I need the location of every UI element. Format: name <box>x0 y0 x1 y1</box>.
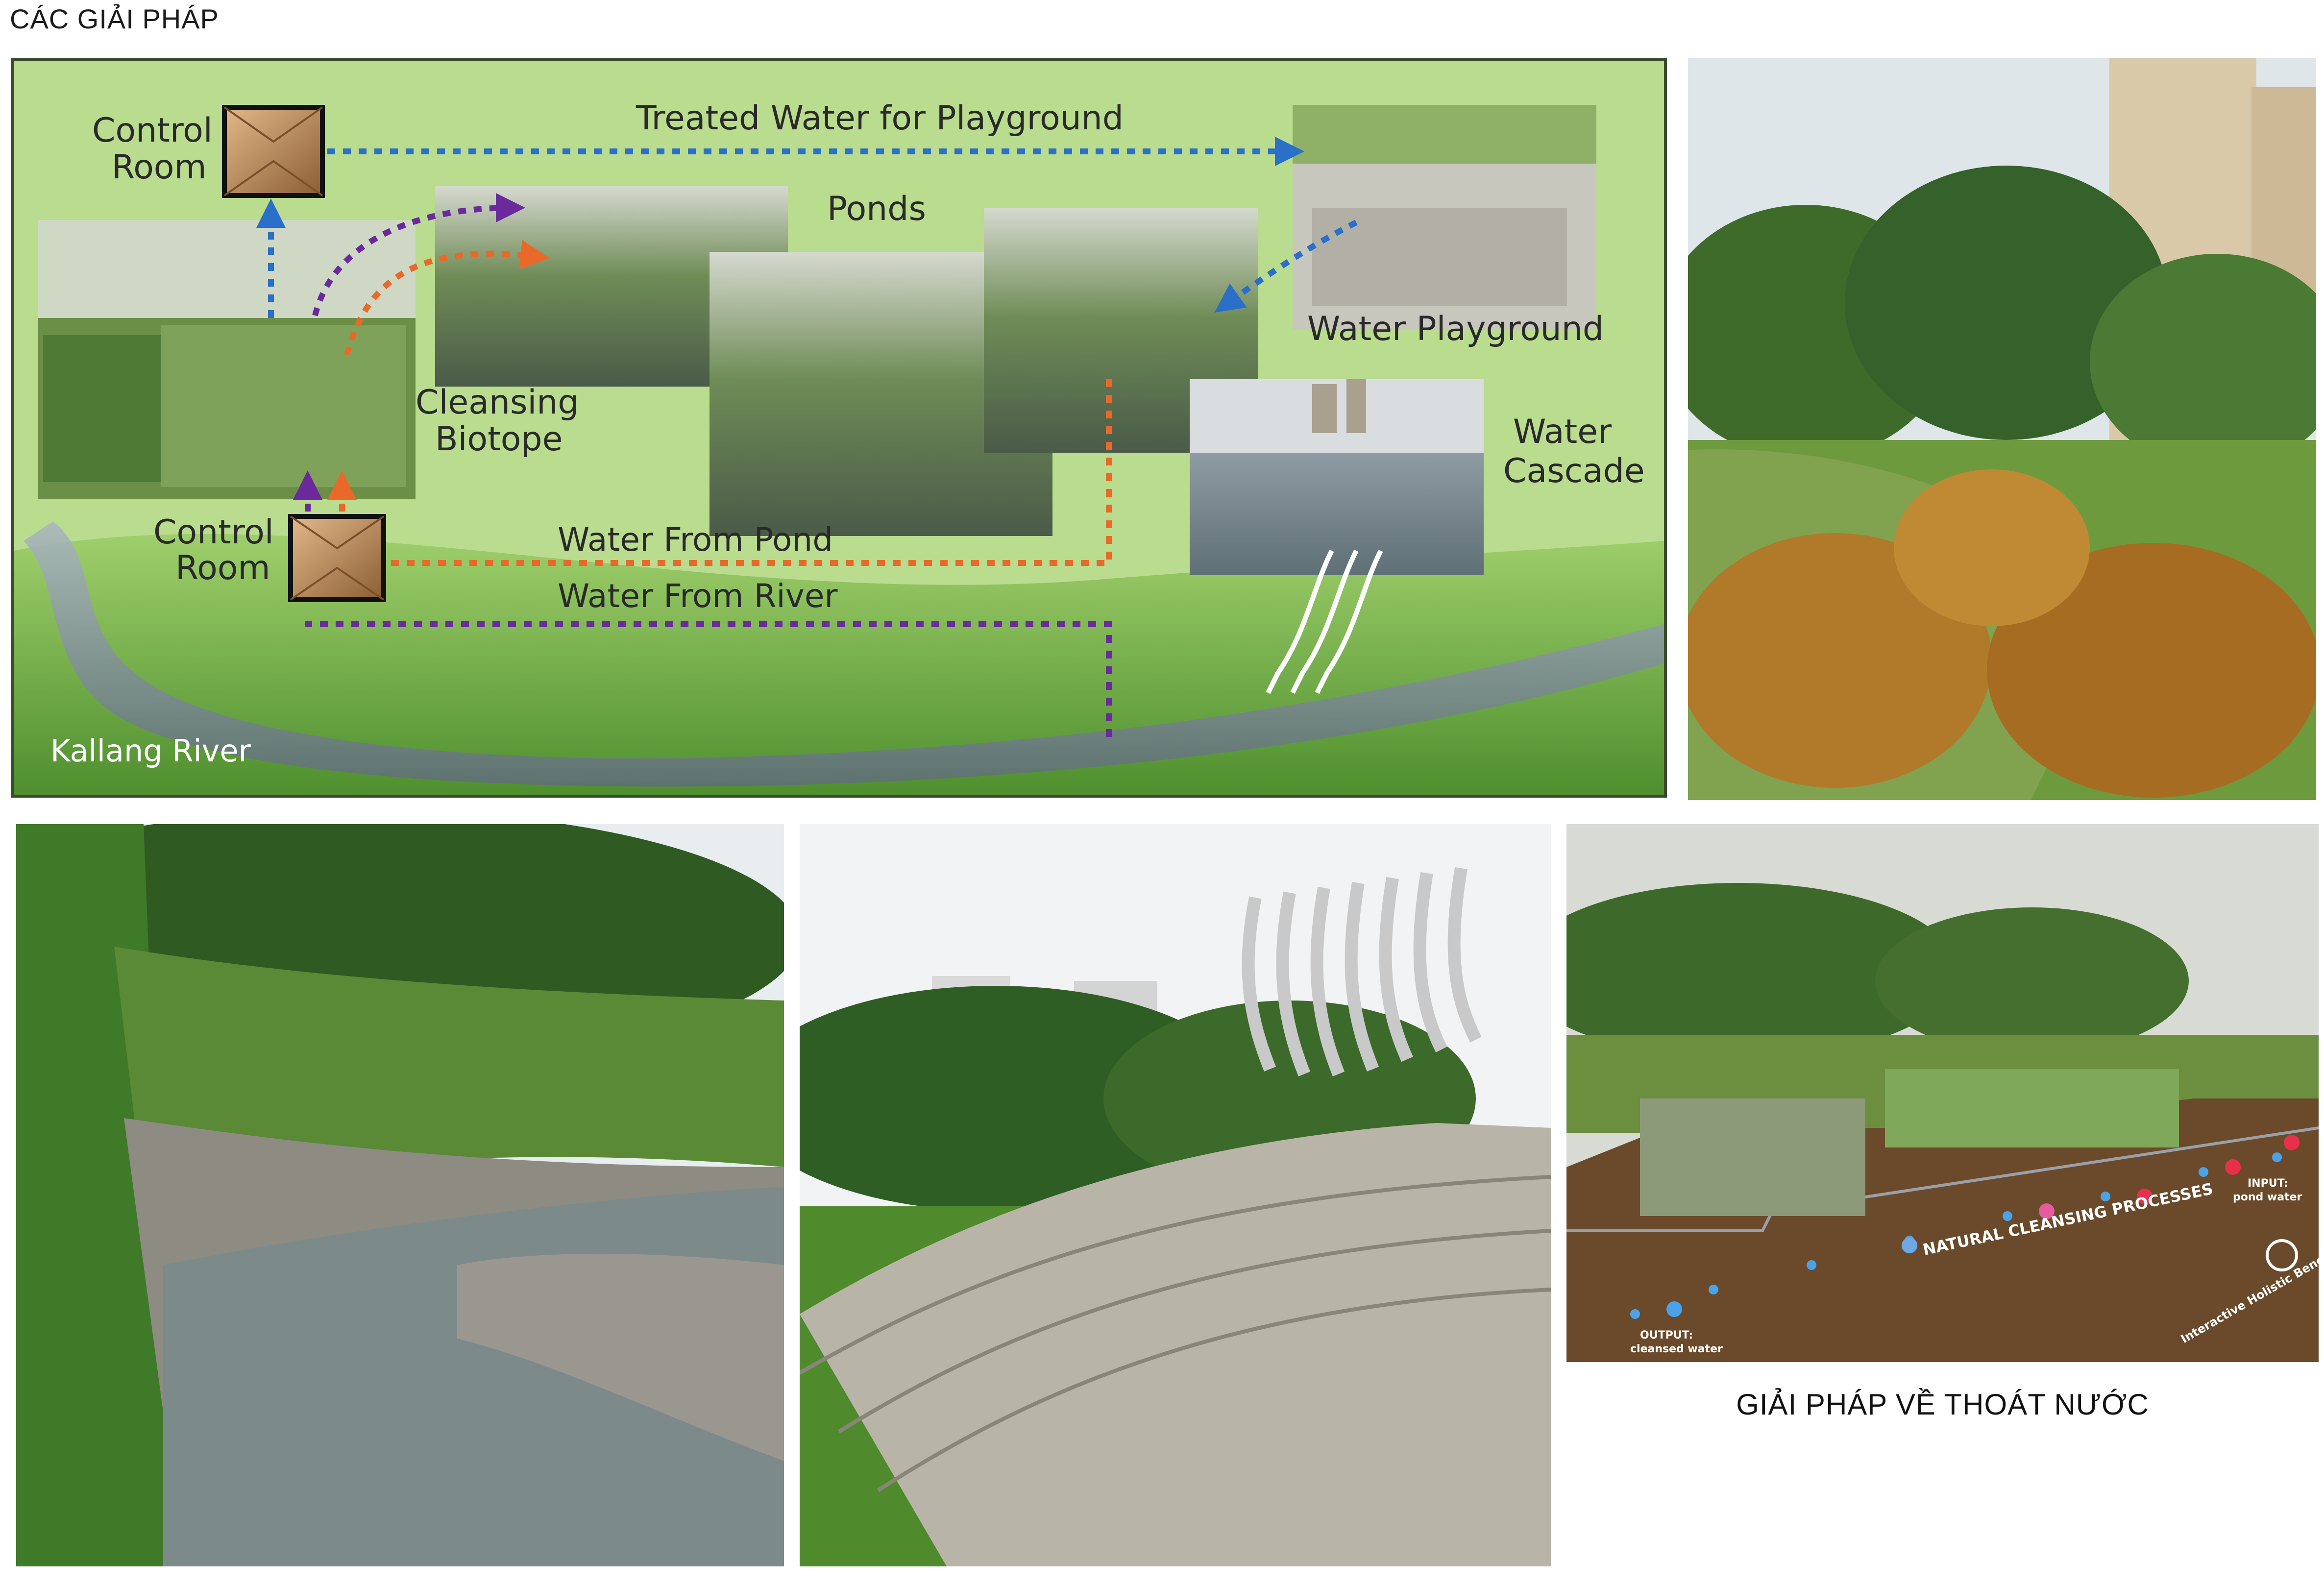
tree-canopy <box>2090 254 2316 469</box>
kallang-river-label: Kallang River <box>50 733 251 769</box>
ponds-label: Ponds <box>827 190 926 228</box>
water-cascade-label-line2: Cascade <box>1503 452 1645 490</box>
treated-water-label: Treated Water for Playground <box>636 99 1124 138</box>
tree-canopy <box>1875 907 2189 1054</box>
grass-bank <box>114 947 784 1196</box>
cascade-flow-arrows <box>1266 549 1383 694</box>
park-landscape-photo <box>1688 58 2316 800</box>
kallang-river-water <box>24 521 1664 787</box>
water-from-pond-flow-line <box>327 240 1112 566</box>
control-room-bottom-label-line1: Control <box>153 513 274 552</box>
control-room-top-icon <box>222 105 325 198</box>
cleansing-biotope-label-line1: Cleansing <box>416 383 579 422</box>
output-label: OUTPUT: <box>1640 1329 1693 1342</box>
ponds-photo <box>435 186 1258 536</box>
rocky-stream-photo <box>16 824 784 1566</box>
water-playground-label: Water Playground <box>1307 310 1604 348</box>
cleansing-canvas: NATURAL CLEANSING PROCESSES INPUT: pond … <box>1566 824 2319 1362</box>
water-playground-photo <box>1293 105 1596 330</box>
stone-steps-sculpture-photo <box>800 824 1551 1566</box>
cleansing-biotope-photo <box>38 220 416 499</box>
treated-water-flow-line <box>256 137 1358 318</box>
water-from-river-flow-line <box>293 193 1112 737</box>
natural-cleansing-illustration: NATURAL CLEANSING PROCESSES INPUT: pond … <box>1566 824 2319 1362</box>
input-value: pond water <box>2233 1191 2302 1203</box>
input-label: INPUT: <box>2248 1177 2288 1190</box>
drainage-solution-caption: GIẢI PHÁP VỀ THOÁT NƯỚC <box>1736 1388 2149 1421</box>
stone-steps <box>800 1123 1551 1566</box>
park-photo-canvas <box>1688 58 2316 800</box>
wetland-terrace <box>1885 1069 2179 1147</box>
output-value: cleansed water <box>1630 1343 1723 1355</box>
recycle-icon <box>2266 1239 2298 1271</box>
page-title: CÁC GIẢI PHÁP <box>10 3 219 34</box>
tree-canopy <box>1845 166 2168 440</box>
steps-photo-canvas <box>800 824 1551 1566</box>
stream-photo-canvas <box>16 824 784 1566</box>
water-cascade-photo <box>1190 379 1484 575</box>
water-from-pond-label: Water From Pond <box>558 521 833 559</box>
papyrus-plants <box>1987 543 2316 798</box>
papyrus-plants <box>1894 469 2090 626</box>
control-room-top-label-line1: Control <box>92 111 213 150</box>
control-room-bottom-icon <box>288 514 386 602</box>
water-droplets <box>1666 1135 2300 1317</box>
control-room-top-label-line2: Room <box>112 148 207 187</box>
water-from-river-label: Water From River <box>558 577 838 615</box>
cleansing-biotope-label-line2: Biotope <box>435 420 563 459</box>
river-rocks <box>457 1253 784 1461</box>
tree-canopy <box>1566 883 1958 1059</box>
diagram-canvas: Control Room Treated Water for Playgroun… <box>14 61 1664 795</box>
wetland-terrace <box>1640 1098 1865 1216</box>
water-cascade-label-line1: Water <box>1513 413 1612 451</box>
water-flow-diagram: Control Room Treated Water for Playgroun… <box>11 58 1667 798</box>
ribbon-sculpture <box>1242 867 1482 1076</box>
control-room-bottom-label-line2: Room <box>175 549 270 587</box>
